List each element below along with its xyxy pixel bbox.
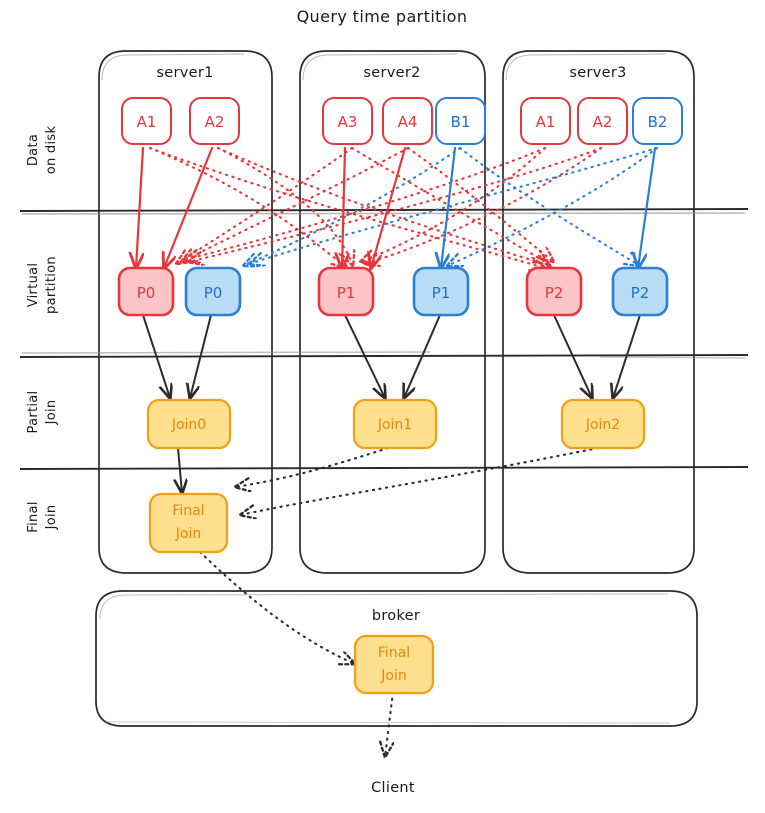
partial-join-label: Join0: [171, 417, 206, 433]
server-container-server2: [299, 50, 486, 574]
virtual-partition-p0-red-server1[interactable]: P0: [117, 266, 175, 317]
band-divider-partial-final: [19, 466, 749, 470]
partial-join-label: Join1: [377, 417, 412, 433]
partial-join-label: Join2: [585, 417, 620, 433]
broker-final-join-label-line2: Join: [380, 668, 406, 684]
remote-join-arrows: [235, 446, 600, 515]
row-label-line1: Partial: [26, 391, 41, 434]
partition-to-join-arrows: [142, 314, 641, 398]
partial-join-box-join0[interactable]: Join0: [146, 398, 232, 450]
partition-label: P0: [137, 284, 156, 302]
server-title-server1: server1: [156, 65, 213, 81]
disk-segment-a1-server1[interactable]: A1: [121, 97, 172, 145]
band-divider-partition-partial: [19, 351, 749, 359]
partial-join-box-join2[interactable]: Join2: [560, 398, 646, 450]
partition-label: P1: [337, 284, 356, 302]
partition-label: P1: [432, 284, 451, 302]
disk-segment-label: A2: [593, 113, 613, 131]
row-label-line1: Final: [26, 501, 41, 532]
virtual-partition-p1-blue-server2[interactable]: P1: [412, 266, 470, 317]
row-label-line1: Virtual: [26, 263, 41, 308]
row-label-partial-join: Partial Join: [26, 391, 59, 434]
disk-segment-a3-server2[interactable]: A3: [322, 97, 373, 145]
disk-segment-a2-server1[interactable]: A2: [189, 97, 240, 145]
row-label-virtual-partition: Virtual partition: [26, 256, 59, 314]
disk-segment-a4-server2[interactable]: A4: [382, 97, 433, 145]
page-title: Query time partition: [297, 7, 468, 26]
virtual-partition-p0-blue-server1[interactable]: P0: [184, 266, 242, 317]
partition-label: P0: [204, 284, 223, 302]
row-label-line2: Join: [44, 505, 59, 531]
row-label-final-join: Final Join: [26, 501, 59, 532]
shuffle-lines: [148, 146, 657, 268]
broker-final-join-label-line1: Final: [378, 645, 410, 661]
row-label-line2: Join: [44, 400, 59, 426]
final-join-label-line2: Join: [175, 526, 201, 542]
virtual-partition-p1-red-server2[interactable]: P1: [317, 266, 375, 317]
partition-label: P2: [631, 284, 650, 302]
disk-segment-a2-server3[interactable]: A2: [577, 97, 628, 145]
broker-title: broker: [372, 608, 420, 624]
server-title-server2: server2: [363, 65, 420, 81]
final-join-box-broker[interactable]: Final Join: [353, 634, 435, 695]
disk-segment-label: B2: [648, 113, 668, 131]
row-label-line2: partition: [44, 256, 59, 314]
join0-to-final-arrow: [178, 447, 182, 493]
final-join-label-line1: Final: [172, 503, 204, 519]
virtual-partition-p2-red-server3[interactable]: P2: [525, 266, 583, 317]
partition-label: P2: [545, 284, 564, 302]
disk-segment-b1-server2[interactable]: B1: [435, 97, 486, 145]
server-container-server3: [502, 50, 695, 574]
disk-segment-a1-server3[interactable]: A1: [520, 97, 571, 145]
virtual-partition-p2-blue-server3[interactable]: P2: [611, 266, 669, 317]
row-label-line1: Data: [26, 134, 41, 166]
disk-segment-label: A3: [338, 113, 358, 131]
client-label: Client: [371, 780, 415, 796]
broker-to-client-arrow: [385, 690, 393, 757]
server-container-server1: [98, 50, 273, 574]
broker-container: [95, 590, 698, 727]
disk-segment-label: A4: [398, 113, 418, 131]
row-label-line2: on disk: [44, 126, 59, 175]
disk-segment-label: A1: [536, 113, 556, 131]
disk-segment-label: A1: [137, 113, 157, 131]
partial-join-box-join1[interactable]: Join1: [352, 398, 438, 450]
final-join-box-server1[interactable]: Final Join: [148, 492, 229, 554]
row-label-data-on-disk: Data on disk: [26, 126, 59, 175]
local-ingest-arrows: [136, 146, 657, 268]
server-title-server3: server3: [569, 65, 626, 81]
disk-segment-b2-server3[interactable]: B2: [632, 97, 683, 145]
final-join-to-broker-arrow: [198, 550, 355, 664]
disk-segment-label: A2: [205, 113, 225, 131]
disk-segment-label: B1: [451, 113, 471, 131]
